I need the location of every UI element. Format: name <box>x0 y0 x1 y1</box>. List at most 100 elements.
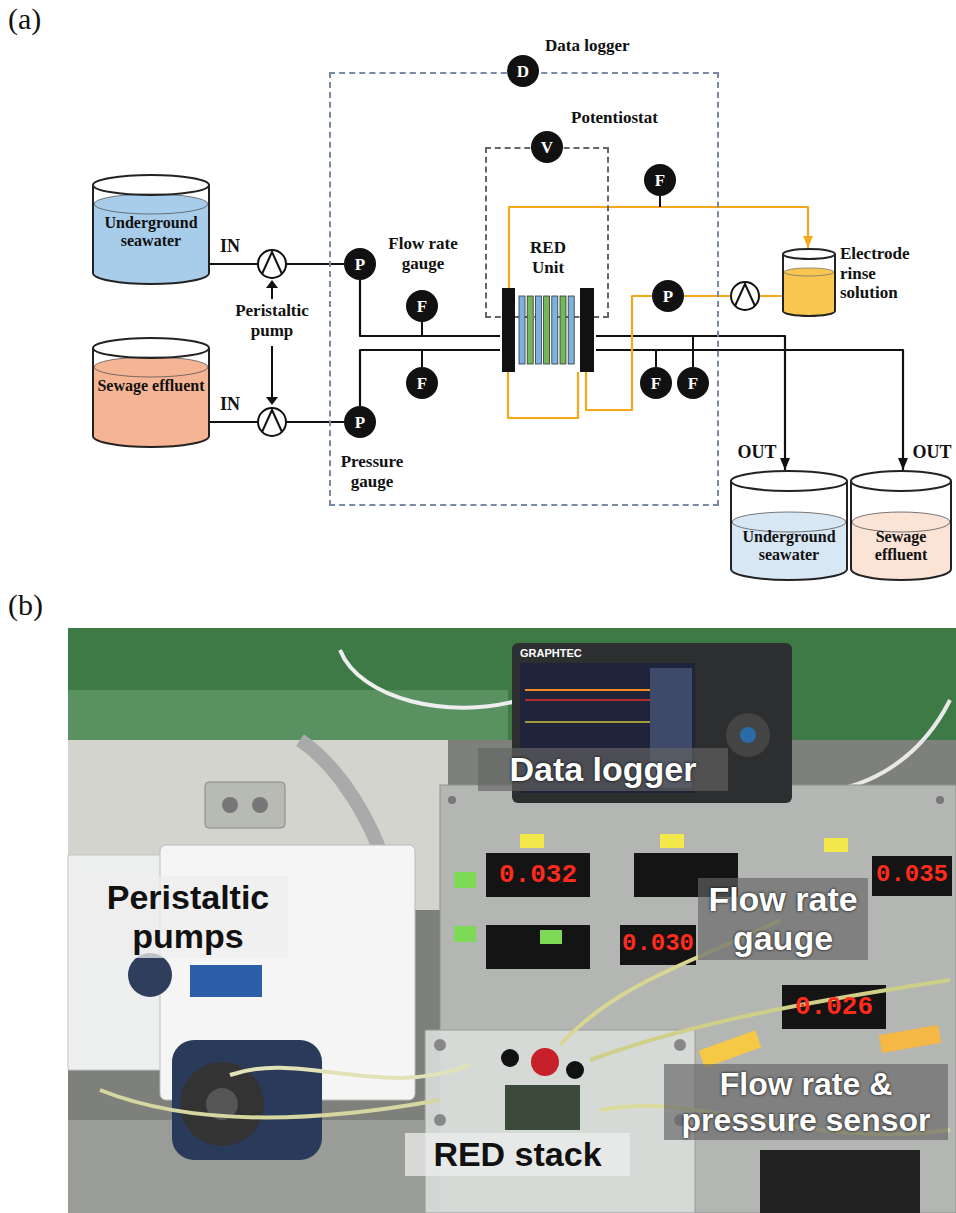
potentiostat-symbol: V <box>531 131 563 163</box>
tank-label: Sewage effluent <box>850 528 952 565</box>
component-label: Flow rate gauge <box>383 234 463 273</box>
flow-gauge: F <box>406 290 438 322</box>
panel-letter: (a) <box>8 2 68 35</box>
red-stack-photo <box>425 1030 695 1213</box>
pump-unit <box>172 1040 322 1160</box>
sticky-note <box>699 1030 762 1067</box>
photo-callout: Data logger <box>478 748 728 791</box>
region-heading: Potentiostat <box>571 108 658 128</box>
power-outlet <box>252 797 268 813</box>
gauge-letter: F <box>688 375 698 392</box>
panel-letter: (b) <box>8 588 68 621</box>
liquid-surface <box>784 268 834 276</box>
metal-panel <box>448 796 456 804</box>
end-plate <box>502 288 515 372</box>
sticky-note <box>520 834 544 848</box>
tubing <box>230 1065 470 1078</box>
display-reading: 0.026 <box>782 992 886 1022</box>
rinse-pipe <box>586 296 652 410</box>
flow-gauge: F <box>644 164 676 196</box>
flow-pipe <box>596 350 903 470</box>
sensor-block <box>760 1150 920 1213</box>
pump-unit <box>128 953 172 997</box>
red-unit-outline <box>500 288 596 372</box>
gauge-letter: F <box>417 375 427 392</box>
sensor-block <box>760 1150 920 1213</box>
pump-symbol <box>258 408 286 436</box>
feed-tank: Sewage effluent <box>92 337 210 447</box>
pump-symbol <box>735 284 755 306</box>
end-plate <box>580 288 594 372</box>
data-logger-device <box>726 713 770 757</box>
flow-direction: OUT <box>734 442 780 463</box>
tank-label: Underground seawater <box>730 528 848 565</box>
tank-rim <box>93 175 209 195</box>
rinse-beaker-outline <box>782 248 836 316</box>
gauge-letter: V <box>541 139 553 156</box>
photo-background <box>340 650 520 708</box>
pointer-arrow <box>271 287 273 299</box>
brand-text: GRAPHTEC <box>520 647 620 660</box>
photo-background <box>68 628 956 1213</box>
flow-direction: OUT <box>910 442 954 463</box>
ion-exchange-membrane <box>552 296 558 364</box>
tank-label: Sewage effluent <box>92 377 210 395</box>
photo-background <box>68 690 508 740</box>
tank-outline <box>93 185 209 284</box>
ion-exchange-membrane <box>527 296 533 364</box>
outlet-tank: Sewage effluent <box>850 470 952 580</box>
flow-pipe <box>360 280 500 336</box>
sticky-note <box>540 930 562 944</box>
pointer-arrow <box>266 280 278 288</box>
gauge-letter: F <box>655 172 665 189</box>
data-logger-device <box>740 727 756 743</box>
red-stack-photo <box>434 1039 446 1051</box>
solution-label: Electrode rinse solution <box>840 244 924 303</box>
red-stack-photo <box>505 1085 580 1130</box>
pump-symbol <box>731 282 759 310</box>
metal-panel <box>936 796 944 804</box>
tank-label: Underground seawater <box>92 214 210 251</box>
led-display <box>486 925 590 969</box>
led-display <box>620 925 696 965</box>
red-stack-photo <box>425 1030 695 1213</box>
sensor-stub <box>692 336 694 367</box>
unit-label: RED Unit <box>518 238 578 277</box>
pressure-gauge: P <box>652 280 684 312</box>
power-outlet <box>222 797 238 813</box>
gauge-letter: P <box>355 256 365 273</box>
pointer-arrow <box>266 280 278 405</box>
tubing <box>590 980 950 1060</box>
photo-background <box>790 700 950 792</box>
ion-exchange-membrane <box>544 296 550 364</box>
beaker-rim <box>783 249 835 259</box>
sensor-stub <box>422 196 693 367</box>
red-stack-photo <box>434 1114 446 1126</box>
gauge-letter: P <box>663 288 673 305</box>
led-display <box>872 856 952 896</box>
sensor-stub <box>655 350 657 367</box>
rinse-pipe <box>509 207 808 288</box>
led-display <box>486 853 952 1029</box>
sensor-stub <box>659 196 661 207</box>
pump-unit <box>190 965 262 997</box>
gauge-letter: F <box>417 298 427 315</box>
data-logger-region: Data loggerDPotentiostatVPPFFRED UnitFPF… <box>329 72 719 506</box>
flow-gauge: F <box>677 367 709 399</box>
sticky-note <box>454 926 476 942</box>
sensor-stub <box>421 322 423 336</box>
tank-body <box>93 348 209 447</box>
rinse-loop <box>508 372 578 418</box>
tank-body <box>93 185 209 284</box>
pressure-gauge: P <box>344 248 376 280</box>
sensor-stub <box>421 350 423 367</box>
tank-rim <box>731 471 847 491</box>
region-heading: Data logger <box>545 36 630 56</box>
red-stack-photo <box>674 1039 686 1051</box>
logger-symbol: D <box>507 55 539 87</box>
tank-body <box>851 481 951 580</box>
ion-exchange-membrane <box>519 296 525 364</box>
ion-exchange-membrane <box>535 296 541 364</box>
flow-direction: IN <box>214 236 246 257</box>
